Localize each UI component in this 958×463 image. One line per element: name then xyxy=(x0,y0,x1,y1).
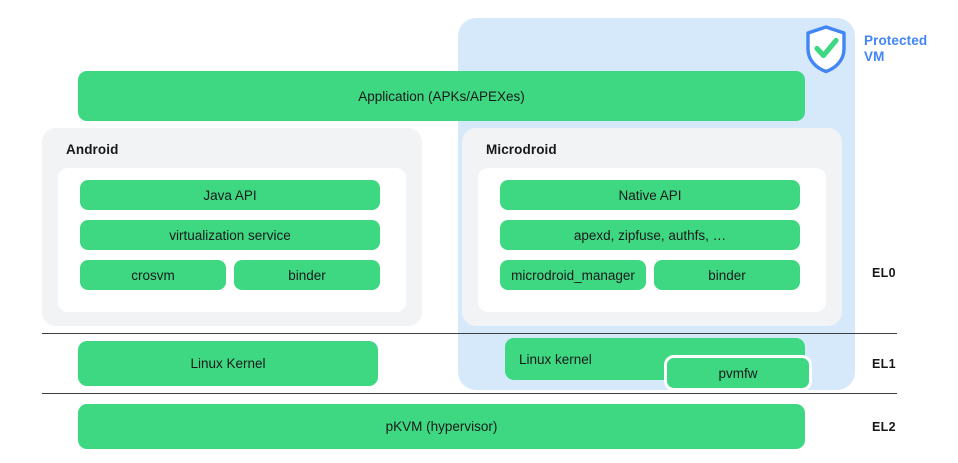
android-binder-box: binder xyxy=(234,260,380,290)
android-java-api-box: Java API xyxy=(80,180,380,210)
exception-level-el0: EL0 xyxy=(872,266,896,280)
microdroid-panel: Microdroid Native API apexd, zipfuse, au… xyxy=(462,128,842,326)
microdroid-native-api-box: Native API xyxy=(500,180,800,210)
pvmfw-box: pvmfw xyxy=(664,355,812,391)
exception-level-el1: EL1 xyxy=(872,357,896,371)
microdroid-daemons-box: apexd, zipfuse, authfs, … xyxy=(500,220,800,250)
protected-vm-label: Protected VM xyxy=(864,33,928,64)
application-box: Application (APKs/APEXes) xyxy=(78,71,805,121)
android-crosvm-box: crosvm xyxy=(80,260,226,290)
microdroid-binder-box: binder xyxy=(654,260,800,290)
android-panel-title: Android xyxy=(66,142,119,157)
hypervisor-box: pKVM (hypervisor) xyxy=(78,404,805,449)
android-linux-kernel-box: Linux Kernel xyxy=(78,341,378,386)
microdroid-panel-title: Microdroid xyxy=(486,142,557,157)
microdroid-manager-box: microdroid_manager xyxy=(500,260,646,290)
el0-el1-divider xyxy=(42,333,897,334)
android-panel: Android Java API virtualization service … xyxy=(42,128,422,326)
android-virtualization-service-box: virtualization service xyxy=(80,220,380,250)
el1-el2-divider xyxy=(42,393,897,394)
exception-level-el2: EL2 xyxy=(872,420,896,434)
shield-check-icon xyxy=(803,24,849,74)
